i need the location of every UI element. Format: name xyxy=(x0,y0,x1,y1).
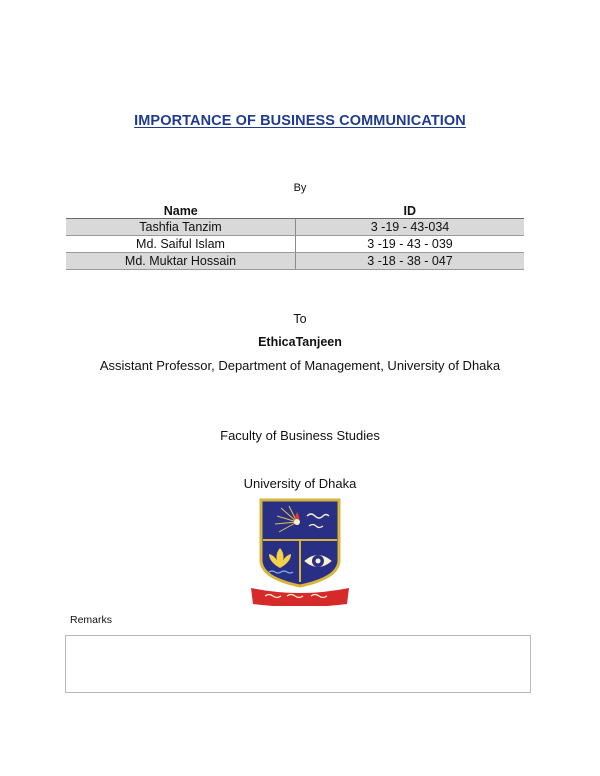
member-id-cell: 3 -19 - 43 - 039 xyxy=(295,235,524,253)
table-row: Tashfia Tanzim 3 -19 - 43-034 xyxy=(66,218,524,236)
member-id-cell: 3 -18 - 38 - 047 xyxy=(295,252,524,270)
recipient-name: EthicaTanjeen xyxy=(258,335,342,349)
table-header-row: Name ID xyxy=(66,203,524,219)
member-name-cell: Tashfia Tanzim xyxy=(66,218,296,236)
member-name-cell: Md. Muktar Hossain xyxy=(66,252,296,270)
document-title: IMPORTANCE OF BUSINESS COMMUNICATION xyxy=(134,113,466,129)
to-label: To xyxy=(293,312,307,326)
university-name: University of Dhaka xyxy=(243,476,357,491)
column-header-name: Name xyxy=(66,203,296,219)
members-table: Name ID Tashfia Tanzim 3 -19 - 43-034 Md… xyxy=(66,203,524,270)
remarks-label: Remarks xyxy=(70,614,113,626)
recipient-designation: Assistant Professor, Department of Manag… xyxy=(99,358,501,373)
by-label: By xyxy=(293,182,307,194)
column-header-id: ID xyxy=(295,203,524,219)
faculty-name: Faculty of Business Studies xyxy=(220,428,380,443)
member-id-cell: 3 -19 - 43-034 xyxy=(295,218,524,236)
remarks-box xyxy=(65,635,531,693)
university-crest-icon xyxy=(249,498,351,607)
table-row: Md. Muktar Hossain 3 -18 - 38 - 047 xyxy=(66,252,524,270)
member-name-cell: Md. Saiful Islam xyxy=(66,235,296,253)
table-row: Md. Saiful Islam 3 -19 - 43 - 039 xyxy=(66,235,524,253)
